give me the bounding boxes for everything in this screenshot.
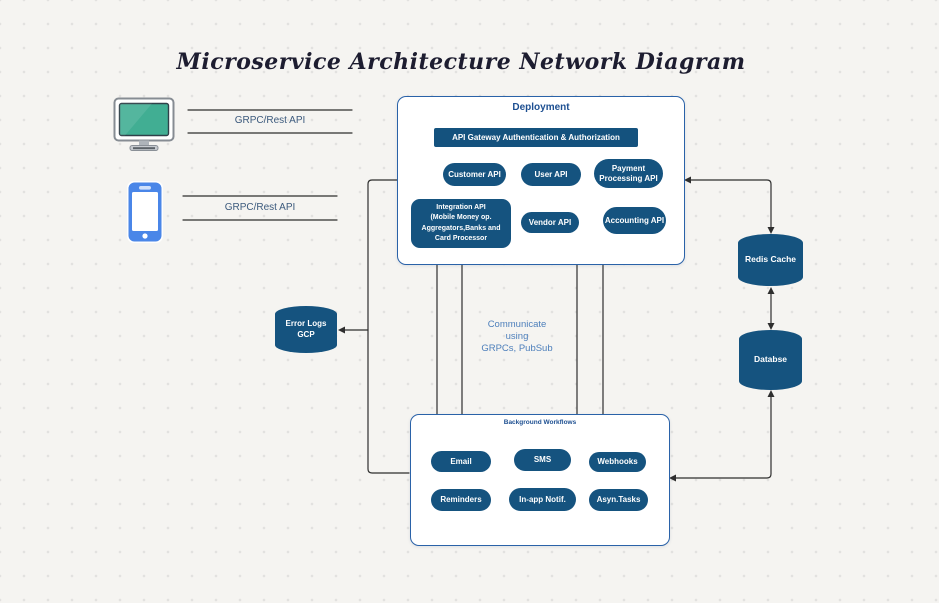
deployment-title: Deployment [512, 102, 570, 113]
payment-processing-api-pill[interactable]: Payment Processing API [594, 159, 663, 188]
communication-note[interactable]: Communicate using GRPCs, PubSub [481, 319, 553, 354]
database-cylinder[interactable]: Databse [739, 330, 802, 390]
deployment-box[interactable]: Deployment API Gateway Authentication & … [397, 96, 685, 265]
desktop-grpc-label[interactable]: GRPC/Rest API [234, 115, 306, 126]
deployment-redis-connector [689, 179, 772, 228]
error-logs-cylinder[interactable]: Error Logs GCP [275, 306, 337, 353]
email-pill[interactable]: Email [431, 451, 491, 472]
accounting-api-pill[interactable]: Accounting API [603, 207, 666, 234]
sms-pill[interactable]: SMS [514, 449, 571, 471]
customer-api-pill[interactable]: Customer API [443, 163, 506, 186]
redis-cache-cylinder[interactable]: Redis Cache [738, 234, 803, 286]
vendor-api-pill[interactable]: Vendor API [521, 212, 579, 233]
phone-icon[interactable] [126, 180, 164, 244]
error-logs-label: Error Logs GCP [285, 318, 327, 339]
database-label: Databse [753, 354, 788, 365]
redis-cache-label: Redis Cache [744, 254, 797, 265]
reminders-pill[interactable]: Reminders [431, 489, 491, 511]
webhooks-pill[interactable]: Webhooks [589, 452, 646, 472]
mobile-grpc-label[interactable]: GRPC/Rest API [224, 202, 296, 213]
inapp-notif-pill[interactable]: In-app Notif. [509, 488, 576, 511]
user-api-pill[interactable]: User API [521, 163, 581, 186]
page-title: Microservice Architecture Network Diagra… [176, 49, 746, 75]
desktop-icon[interactable] [112, 96, 180, 152]
api-gateway-bar[interactable]: API Gateway Authentication & Authorizati… [434, 128, 638, 147]
background-workflows-box[interactable]: Background Workflows Email SMS Webhooks … [410, 414, 670, 546]
integration-api-box[interactable]: Integration API (Mobile Money op. Aggreg… [411, 199, 511, 248]
async-tasks-pill[interactable]: Asyn.Tasks [589, 489, 648, 511]
database-workflows-connector [675, 396, 772, 479]
background-workflows-title: Background Workflows [503, 419, 577, 426]
